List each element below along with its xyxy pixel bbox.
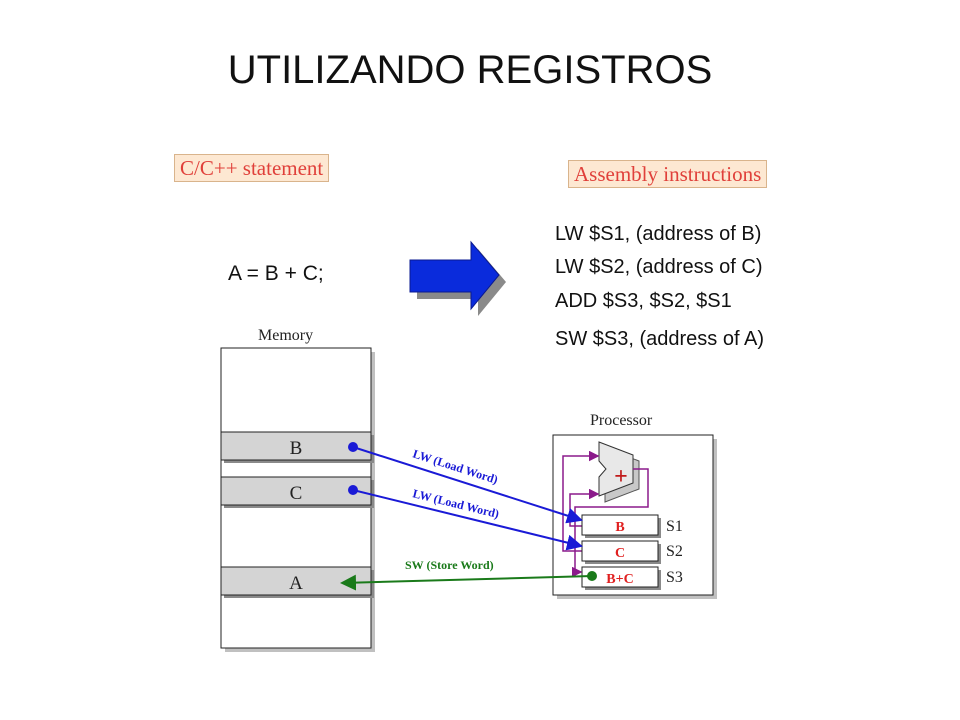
asm-instruction: ADD $S3, $S2, $S1 — [555, 290, 732, 312]
big-right-arrow-icon — [409, 240, 506, 316]
register-value: B+C — [606, 572, 633, 587]
register-name: S3 — [666, 569, 683, 586]
asm-instruction: LW $S1, (address of B) — [555, 223, 762, 245]
register-s3: B+C S3 — [581, 566, 683, 590]
memory-cell-label: C — [290, 483, 303, 504]
register-s2: C S2 — [581, 540, 683, 564]
register-name: S1 — [666, 518, 683, 535]
store-arrow-a: SW (Store Word) — [340, 558, 597, 591]
asm-instruction: SW $S3, (address of A) — [555, 328, 764, 350]
processor-label: Processor — [590, 412, 653, 429]
memory-cell-b: B — [220, 431, 374, 463]
asm-instruction: LW $S2, (address of C) — [555, 256, 763, 278]
assembly-instructions-label: Assembly instructions — [568, 160, 768, 188]
memory-cell-label: A — [289, 573, 303, 594]
c-statement: A = B + C; — [228, 262, 324, 285]
store-word-label: SW (Store Word) — [405, 558, 494, 572]
c-statement-label: C/C++ statement — [174, 154, 330, 182]
register-name: S2 — [666, 543, 683, 560]
memory-cell-label: B — [290, 438, 303, 459]
page-title: UTILIZANDO REGISTROS — [227, 48, 713, 92]
register-s1: B S1 — [581, 514, 683, 538]
register-value: C — [615, 546, 625, 561]
load-arrow-c: LW (Load Word) — [348, 485, 583, 551]
memory-label: Memory — [258, 327, 313, 344]
memory-cell-c: C — [220, 476, 374, 508]
adder-symbol: + — [614, 464, 628, 490]
register-value: B — [615, 520, 624, 535]
adder-alu: + — [598, 441, 640, 503]
